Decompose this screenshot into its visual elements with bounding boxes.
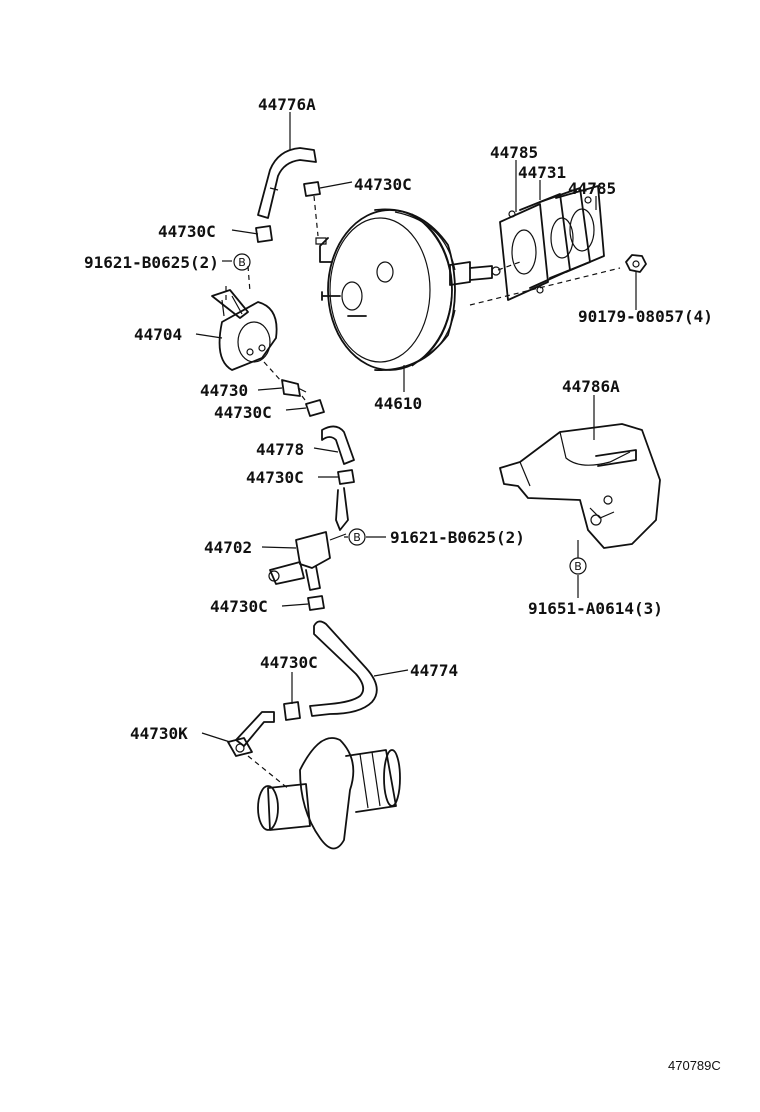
bolt-marker-bracket: B — [569, 557, 587, 575]
svg-text:B: B — [238, 256, 246, 269]
hose-44774 — [309, 620, 378, 717]
hose-44776a — [257, 147, 317, 219]
diagram-id: 470789C — [668, 1058, 721, 1073]
label-44730c-mid: 44730C — [214, 403, 272, 422]
svg-text:B: B — [353, 531, 361, 544]
label-91621-mid: 91621-B0625(2) — [390, 528, 525, 547]
svg-text:B: B — [574, 560, 582, 573]
label-44731: 44731 — [518, 163, 566, 182]
label-44730: 44730 — [200, 381, 248, 400]
label-44730k: 44730K — [130, 724, 188, 743]
label-44778: 44778 — [256, 440, 304, 459]
clip-mid — [301, 395, 325, 417]
vacuum-tank — [211, 265, 278, 371]
label-91621-top: 91621-B0625(2) — [84, 253, 219, 272]
label-44786a: 44786A — [562, 377, 620, 396]
tee-union — [268, 487, 349, 591]
bolt-marker-top: B — [233, 253, 251, 271]
clip-hose — [283, 701, 301, 721]
label-44730c-hose: 44730C — [260, 653, 318, 672]
part-labels: 44776A 44785 44731 44785 44730C 44730C 9… — [84, 95, 721, 1073]
label-44704: 44704 — [134, 325, 182, 344]
label-44774: 44774 — [410, 661, 458, 680]
elbow-44730k — [227, 711, 291, 791]
label-44730c-bottom: 44730C — [210, 597, 268, 616]
hose-44778 — [321, 425, 355, 465]
label-90179: 90179-08057(4) — [578, 307, 713, 326]
gasket-plate-assembly — [499, 185, 605, 301]
clip-bottom — [307, 595, 325, 611]
clip-low — [337, 469, 355, 485]
label-44730c-left: 44730C — [158, 222, 216, 241]
label-44785-rear: 44785 — [568, 179, 616, 198]
leader-lines — [195, 112, 637, 743]
label-44730c-top: 44730C — [354, 175, 412, 194]
nut-part — [625, 254, 647, 273]
label-44610: 44610 — [374, 394, 422, 413]
brake-booster — [315, 208, 501, 371]
clip-left — [255, 225, 273, 243]
intake-manifold — [257, 737, 401, 850]
bolt-marker-mid: B — [348, 528, 366, 546]
bracket-44786a — [499, 423, 661, 549]
label-44776a: 44776A — [258, 95, 316, 114]
check-valve — [263, 361, 307, 397]
assembly-lines — [313, 195, 621, 306]
label-44785-front: 44785 — [490, 143, 538, 162]
label-44702: 44702 — [204, 538, 252, 557]
label-44730c-low: 44730C — [246, 468, 304, 487]
clip-top — [303, 181, 321, 197]
label-91651: 91651-A0614(3) — [528, 599, 663, 618]
